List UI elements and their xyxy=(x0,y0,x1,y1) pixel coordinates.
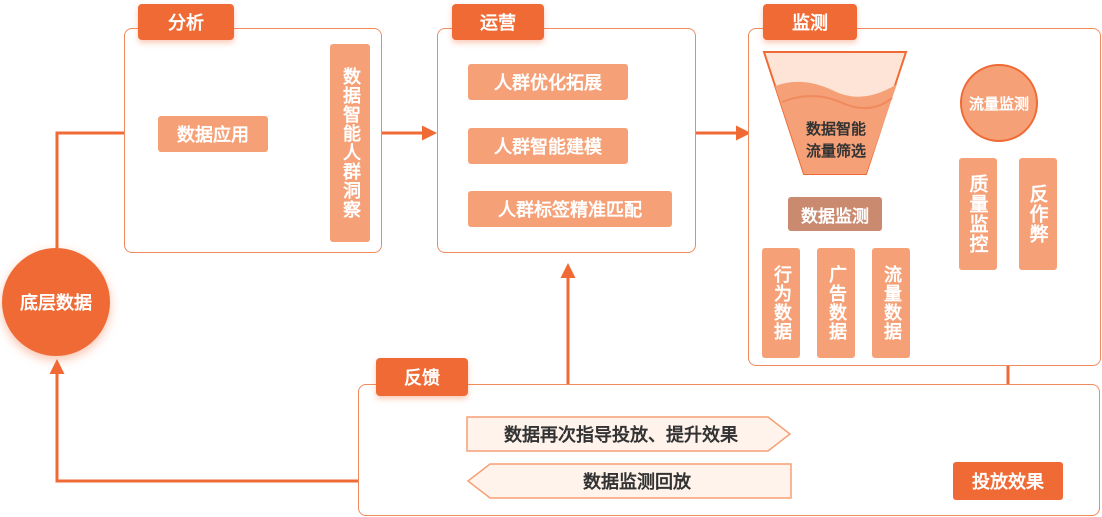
return-arrow-shape xyxy=(466,463,792,499)
operation-item-1: 人群优化拓展 xyxy=(468,64,628,100)
traffic-monitoring-circle: 流量监测 xyxy=(960,64,1038,142)
data-application-chip: 数据应用 xyxy=(158,116,268,152)
insight-chip: 数据智能人群洞察 xyxy=(330,44,370,242)
feedback-tag: 反馈 xyxy=(376,358,468,396)
operation-tag: 运营 xyxy=(452,4,544,40)
data-type-ad: 广告数据 xyxy=(817,248,855,358)
guide-arrow-shape xyxy=(466,416,792,452)
data-type-traffic: 流量数据 xyxy=(872,248,910,358)
funnel-label: 数据智能 流量筛选 xyxy=(790,118,882,162)
analysis-tag: 分析 xyxy=(138,4,234,40)
guide-text: 数据再次指导投放、提升效果 xyxy=(504,425,738,446)
monitoring-tag: 监测 xyxy=(763,4,857,40)
funnel-label-line1: 数据智能 xyxy=(805,120,866,138)
data-type-behavior: 行为数据 xyxy=(762,248,800,358)
traffic-type-antifraud: 反作弊 xyxy=(1019,158,1057,270)
result-chip: 投放效果 xyxy=(953,462,1063,500)
traffic-type-quality: 质量监控 xyxy=(959,158,997,270)
funnel-icon xyxy=(762,51,908,175)
operation-item-2: 人群智能建模 xyxy=(468,128,628,164)
return-text: 数据监测回放 xyxy=(583,472,691,493)
funnel-label-line2: 流量筛选 xyxy=(805,142,866,160)
base-data-circle: 底层数据 xyxy=(2,248,110,356)
operation-item-3: 人群标签精准匹配 xyxy=(468,191,672,227)
data-monitoring-chip: 数据监测 xyxy=(788,197,882,231)
